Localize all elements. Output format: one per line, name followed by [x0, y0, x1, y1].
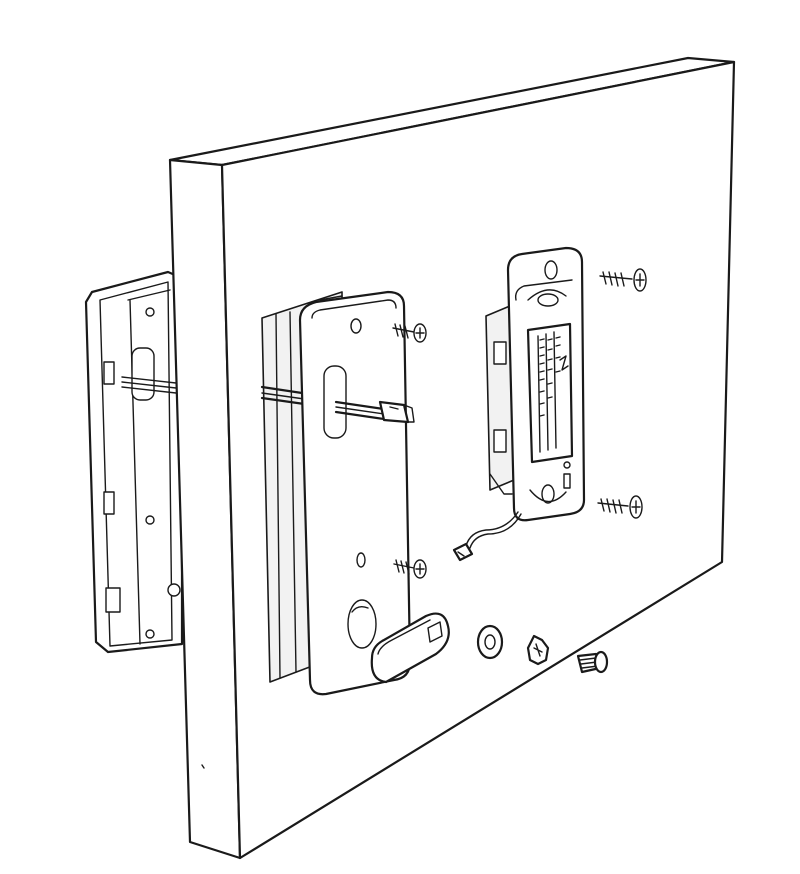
washer	[476, 624, 504, 660]
indoor-monitor	[84, 270, 184, 654]
oval-cover	[370, 612, 450, 684]
connector	[378, 400, 415, 424]
wall-panel	[168, 56, 736, 860]
mounting-screw	[392, 323, 427, 343]
bolt	[576, 650, 609, 674]
bracket-wire	[452, 511, 522, 562]
flat-cable-front	[334, 400, 386, 421]
mounting-screw	[393, 559, 427, 579]
lock-nut	[526, 634, 550, 666]
flat-cable-rear	[121, 376, 177, 394]
mounting-screw	[599, 268, 647, 292]
bracket-label	[526, 322, 574, 464]
mounting-screw	[597, 495, 643, 519]
